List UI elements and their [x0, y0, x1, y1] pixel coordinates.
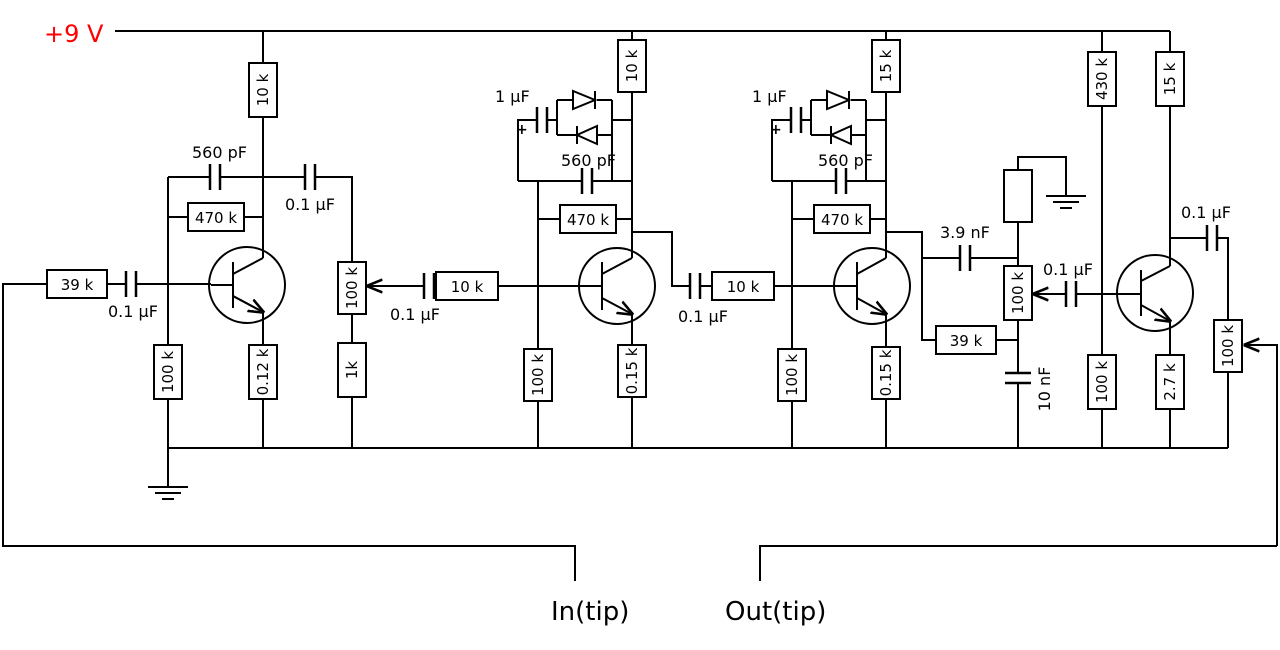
- polarity-mark-c-e3: +: [770, 122, 782, 138]
- resistor-r-b1: [153, 344, 183, 400]
- capacitor-c-e3-label: 1 µF: [752, 87, 787, 106]
- resistor-r-b4a: [1087, 51, 1117, 107]
- polarity-mark-c-e2: +: [516, 122, 528, 138]
- capacitor-c-o1-label: 0.1 µF: [285, 195, 335, 214]
- resistor-r-e1: [248, 344, 278, 400]
- resistor-r-e2-label: 0.15 k: [623, 347, 641, 394]
- capacitor-c-f2-label: 560 pF: [561, 151, 616, 170]
- wire-c-e3: [771, 119, 811, 181]
- capacitor-c-f1: [208, 164, 222, 190]
- resistor-r-b4b: [1087, 354, 1117, 410]
- resistor-r-b2: [523, 348, 553, 402]
- wire-c-e2: [517, 119, 557, 181]
- capacitor-c-f2: [580, 168, 594, 194]
- capacitor-c-c4-label: 0.1 µF: [1043, 260, 1093, 279]
- wire-out3: [886, 231, 936, 341]
- capacitor-c-c2: [422, 273, 436, 299]
- resistor-r-s2-label: 10 k: [451, 278, 484, 296]
- transistor-q4: [1116, 254, 1194, 332]
- capacitor-c-39n-label: 3.9 nF: [940, 223, 990, 242]
- capacitor-c-c3-label: 0.1 µF: [678, 307, 728, 326]
- potentiometer-pot-tone-label: 100 k: [1009, 272, 1027, 314]
- resistor-r-b4b-label: 100 k: [1093, 361, 1111, 403]
- supply-label: +9 V: [44, 20, 104, 48]
- wire-c-o1: [263, 176, 353, 262]
- resistor-r-f3-label: 470 k: [821, 211, 863, 229]
- resistor-r-e4: [1155, 354, 1185, 410]
- resistor-r-b1-label: 100 k: [159, 351, 177, 393]
- resistor-r-f1-label: 470 k: [195, 209, 237, 227]
- potentiometer-pot1-label: 100 k: [343, 267, 361, 309]
- capacitor-c-out-label: 0.1 µF: [1181, 203, 1231, 222]
- potentiometer-pot-out-label: 100 k: [1219, 325, 1237, 367]
- potentiometer-pot-tone: [1003, 265, 1033, 321]
- trimmer-resistor: [1003, 169, 1033, 223]
- transistor-q3: [833, 247, 911, 325]
- resistor-r-f3: [813, 204, 871, 234]
- resistor-r-e2: [617, 344, 647, 398]
- ground-symbol-tone: [1046, 195, 1086, 209]
- input-wire: [2, 283, 576, 581]
- resistor-r-f2-label: 470 k: [567, 211, 609, 229]
- resistor-r-b3: [777, 348, 807, 402]
- capacitor-c-c2-label: 0.1 µF: [390, 305, 440, 324]
- resistor-r-f2: [559, 204, 617, 234]
- wire-out2: [632, 231, 690, 287]
- capacitor-c-in: [124, 271, 138, 297]
- transistor-q1: [208, 246, 286, 324]
- resistor-r-e3-label: 0.15 k: [877, 349, 895, 396]
- capacitor-c-10n-label: 10 nF: [1035, 367, 1054, 412]
- resistor-r-e1-label: 0.12 k: [254, 348, 272, 395]
- capacitor-c-e2: [535, 107, 549, 133]
- capacitor-c-f3: [834, 168, 848, 194]
- transistor-q2: [578, 247, 656, 325]
- resistor-r-c4: [1155, 51, 1185, 107]
- capacitor-c-in-label: 0.1 µF: [108, 302, 158, 321]
- resistor-r-c1: [248, 62, 278, 118]
- resistor-r-1k-label: 1k: [343, 361, 361, 380]
- resistor-r-c1-label: 10 k: [254, 73, 272, 106]
- capacitor-c-e2-label: 1 µF: [495, 87, 530, 106]
- resistor-r-c4-label: 15 k: [1161, 62, 1179, 95]
- resistor-r-s3-label: 10 k: [727, 278, 760, 296]
- capacitor-c-f3-label: 560 pF: [818, 151, 873, 170]
- resistor-r-1k: [337, 342, 367, 398]
- wire-trimmer-ground: [1017, 156, 1067, 196]
- resistor-r-s3: [711, 271, 775, 301]
- resistor-r-c3-label: 15 k: [877, 49, 895, 82]
- diode-pair-3: [810, 89, 867, 181]
- resistor-r-c2-label: 10 k: [623, 49, 641, 82]
- capacitor-c-10n: [1005, 371, 1031, 385]
- input-label: In(tip): [551, 597, 629, 627]
- resistor-r-e4-label: 2.7 k: [1161, 363, 1179, 401]
- capacitor-c-f1-label: 560 pF: [192, 143, 247, 162]
- capacitor-c-c3: [688, 273, 702, 299]
- capacitor-c-e3: [789, 107, 803, 133]
- resistor-r-b4a-label: 430 k: [1093, 58, 1111, 100]
- capacitor-c-out: [1205, 225, 1219, 251]
- resistor-r-c2: [617, 39, 647, 93]
- resistor-r-in-label: 39 k: [61, 276, 94, 294]
- output-label: Out(tip): [725, 597, 826, 627]
- resistor-r-b2-label: 100 k: [529, 354, 547, 396]
- resistor-r-e3: [871, 346, 901, 400]
- resistor-r-b3-label: 100 k: [783, 354, 801, 396]
- diode-pair-2: [556, 89, 613, 181]
- capacitor-c-39n: [958, 245, 972, 271]
- resistor-r-c3: [871, 39, 901, 93]
- capacitor-c-c4: [1064, 281, 1078, 307]
- resistor-r-f1: [187, 202, 245, 232]
- resistor-r-tone-label: 39 k: [950, 332, 983, 350]
- output-wire: [759, 545, 1277, 581]
- wiper-pot-out: [1245, 345, 1278, 546]
- capacitor-c-o1: [303, 164, 317, 190]
- ground-symbol: [148, 448, 188, 500]
- wire-c-out: [1170, 237, 1229, 320]
